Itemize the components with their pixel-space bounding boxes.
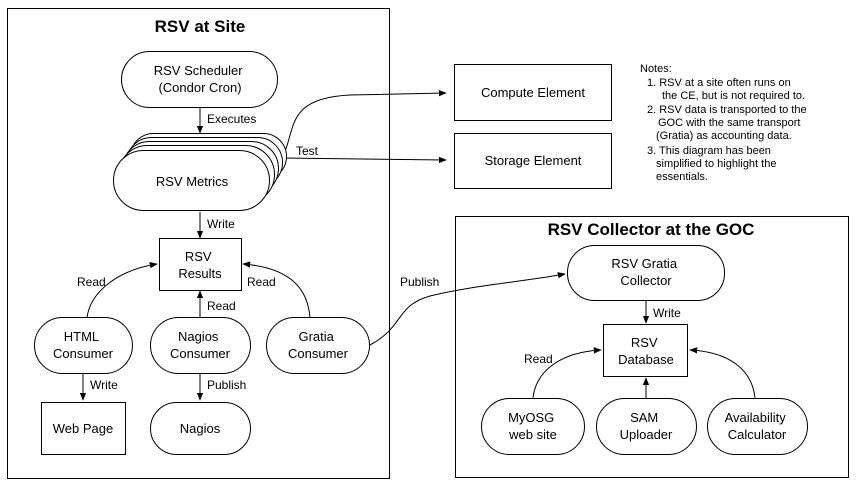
edge-label-publish-nagios: Publish <box>207 378 246 392</box>
gratia-consumer-node <box>266 317 370 374</box>
sam-uploader-label: SAM Uploader <box>620 410 673 442</box>
edge-metrics-storage <box>282 156 447 164</box>
site-panel-frame <box>7 8 390 479</box>
edge-label-read-myosg: Read <box>524 352 553 366</box>
database-label: RSV Database <box>618 335 674 367</box>
edge-myosg-database <box>532 347 602 399</box>
compute-element-node <box>454 64 612 121</box>
scheduler-label: RSV Scheduler (Condor Cron) <box>154 63 247 95</box>
gratia-collector-node <box>567 245 725 301</box>
edge-label-write-database: Write <box>653 306 681 320</box>
availability-label: Availability Calculator <box>725 410 790 442</box>
database-node <box>603 324 688 377</box>
goc-panel-frame <box>455 216 849 478</box>
scheduler-node <box>121 51 278 108</box>
edge-gratia-results <box>242 261 311 319</box>
edge-label-write-webpage: Write <box>90 378 118 392</box>
compute-element-label: Compute Element <box>481 85 585 100</box>
goc-panel-title: RSV Collector at the GOC <box>548 220 755 239</box>
note-3: 3. This diagram has been simplified to h… <box>647 145 780 183</box>
myosg-label: MyOSG web site <box>508 410 558 442</box>
edge-label-test: Test <box>296 144 319 158</box>
edge-availability-database <box>689 347 756 399</box>
html-consumer-label: HTML Consumer <box>53 329 114 361</box>
storage-element-node <box>454 133 612 189</box>
edge-html-results <box>86 261 158 319</box>
nagios-node <box>150 402 251 455</box>
edge-label-executes: Executes <box>207 112 256 126</box>
myosg-node <box>481 398 585 455</box>
edge-label-write-results: Write <box>207 217 235 231</box>
sam-uploader-node <box>596 398 697 455</box>
nagios-consumer-node <box>150 317 251 374</box>
storage-element-label: Storage Element <box>485 153 582 168</box>
metrics-node <box>113 150 270 211</box>
gratia-consumer-label: Gratia Consumer <box>288 329 349 361</box>
note-2: 2. RSV data is transported to the GOC wi… <box>647 104 810 142</box>
site-panel-title: RSV at Site <box>155 17 246 36</box>
availability-node <box>707 398 808 455</box>
metrics-label: RSV Metrics <box>156 174 229 189</box>
note-1: 1. RSV at a site often runs on the CE, b… <box>647 77 805 102</box>
html-consumer-node <box>34 317 133 374</box>
edge-label-read-gratia: Read <box>247 275 276 289</box>
notes-heading: Notes: <box>640 63 672 75</box>
edge-label-publish-goc: Publish <box>400 275 439 289</box>
web-page-label: Web Page <box>53 421 113 436</box>
gratia-collector-label: RSV Gratia Collector <box>611 256 680 288</box>
edge-gratia-collector <box>369 272 566 346</box>
edge-label-read-html: Read <box>77 275 106 289</box>
web-page-node <box>41 402 126 455</box>
nagios-consumer-label: Nagios Consumer <box>170 329 231 361</box>
nagios-label: Nagios <box>180 421 221 436</box>
results-node <box>159 238 242 291</box>
edge-metrics-compute <box>282 89 447 157</box>
results-label: RSV Results <box>178 249 222 281</box>
edge-label-read-nagios: Read <box>207 299 236 313</box>
